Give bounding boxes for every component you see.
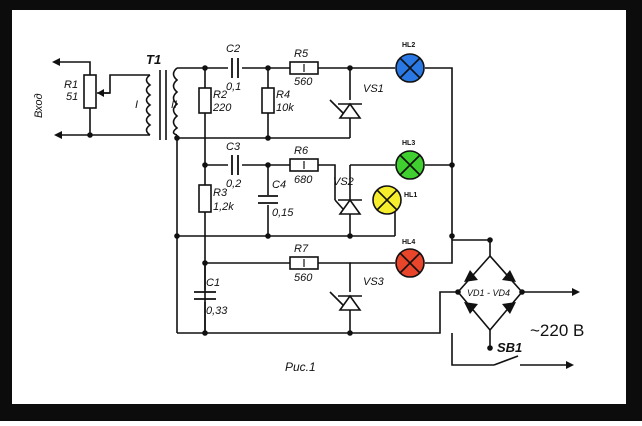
hl4-label: HL4	[402, 239, 415, 246]
hl3-lamp	[395, 150, 425, 180]
r5-resistor	[289, 61, 319, 75]
input-label: Вход	[33, 93, 45, 118]
input-arrow-bottom	[54, 131, 62, 139]
sb1-switch	[493, 355, 519, 366]
c3-value: 0,2	[226, 178, 241, 190]
c1-value: 0,33	[206, 305, 228, 317]
r5-name: R5	[294, 48, 309, 60]
hl1-lamp	[372, 185, 402, 215]
r2-value: 220	[212, 102, 232, 114]
bridge-label: VD1 - VD4	[467, 288, 510, 298]
hl3-label: HL3	[402, 140, 415, 147]
hl1-label: HL1	[404, 192, 417, 199]
r7-name: R7	[294, 243, 309, 255]
vs2-thyristor	[334, 165, 362, 215]
c2-name: C2	[226, 43, 240, 55]
mains-arrow-top	[572, 288, 580, 296]
r4-value: 10k	[276, 102, 294, 114]
paper	[12, 10, 626, 404]
c1-name: C1	[206, 277, 220, 289]
hl4-lamp	[395, 248, 425, 278]
t1-name: T1	[146, 52, 161, 67]
r3-value: 1,2k	[213, 201, 234, 213]
r7-value: 560	[294, 272, 313, 284]
t1-winding2: II	[171, 99, 177, 111]
mains-label: ~220 В	[530, 321, 584, 340]
r1-name: R1	[64, 79, 78, 91]
c3-capacitor	[231, 155, 239, 175]
vs1-label: VS1	[363, 83, 384, 95]
r3-name: R3	[213, 187, 228, 199]
r6-resistor	[289, 158, 319, 172]
c4-capacitor	[258, 195, 278, 204]
t1-winding1: I	[135, 99, 138, 111]
r7-resistor	[289, 256, 319, 270]
r6-value: 680	[294, 174, 313, 186]
c1-capacitor	[194, 291, 216, 300]
vs1-thyristor	[329, 99, 362, 138]
sb1-label: SB1	[497, 340, 522, 355]
r4-resistor	[261, 87, 275, 114]
r1-potentiometer	[83, 74, 110, 109]
mains-arrow-bottom	[566, 361, 574, 369]
hl2-lamp	[395, 53, 425, 83]
r6-name: R6	[294, 145, 309, 157]
vs3-label: VS3	[363, 276, 385, 288]
input-arrow-top	[52, 58, 60, 66]
r5-value: 560	[294, 76, 313, 88]
diode-bridge	[456, 254, 524, 332]
r2-name: R2	[213, 89, 227, 101]
r3-resistor	[198, 184, 212, 213]
r4-name: R4	[276, 89, 290, 101]
r1-value: 51	[66, 91, 78, 103]
c3-name: C3	[226, 141, 241, 153]
figure-caption: Рис.1	[285, 360, 316, 374]
vs3-thyristor	[329, 291, 362, 311]
vs2-label: VS2	[333, 176, 354, 188]
c4-name: C4	[272, 179, 286, 191]
t1-transformer	[145, 67, 179, 140]
c2-capacitor	[231, 58, 239, 78]
r2-resistor	[198, 87, 212, 114]
hl2-label: HL2	[402, 42, 415, 49]
c2-value: 0,1	[226, 81, 241, 93]
c4-value: 0,15	[272, 207, 294, 219]
